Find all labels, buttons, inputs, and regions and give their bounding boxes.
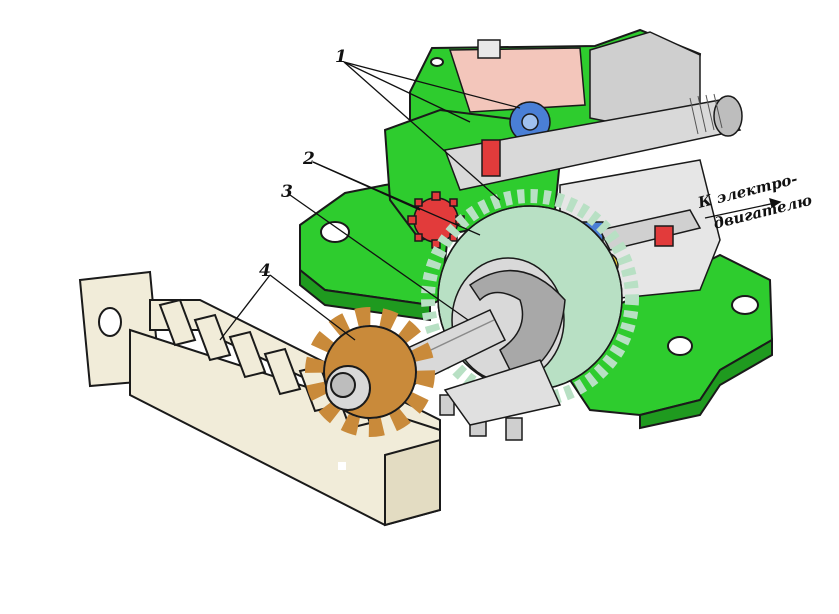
motor-arrow xyxy=(704,201,781,219)
leader-1c xyxy=(343,61,501,201)
hub-base-plate xyxy=(443,359,562,426)
mount-hole-right-2 xyxy=(667,336,693,356)
hub-bolt-2 xyxy=(505,417,523,441)
motor-bearing xyxy=(654,225,674,247)
blue-gear-top-hub xyxy=(521,113,539,131)
housing-shadow-left xyxy=(299,267,431,322)
hub-bolt-3 xyxy=(439,394,455,416)
rack-front-face xyxy=(384,438,441,527)
rack-marker xyxy=(338,462,346,470)
inner-key-block xyxy=(477,39,501,59)
leader-lines xyxy=(219,61,782,341)
mount-hole-top xyxy=(430,57,444,67)
label-1: 1 xyxy=(335,47,347,67)
leader-4b xyxy=(269,274,356,341)
label-3: 3 xyxy=(281,182,293,202)
leader-3 xyxy=(289,194,469,321)
mount-hole-right-1 xyxy=(731,295,759,315)
label-4: 4 xyxy=(259,261,271,281)
orange-pinion xyxy=(305,307,435,437)
main-shaft-end xyxy=(713,95,743,137)
inner-cavity xyxy=(448,47,586,113)
label-2: 2 xyxy=(302,149,315,169)
main-shaft xyxy=(443,99,742,191)
orange-pinion-hub-inner xyxy=(330,372,356,398)
mount-hole-left xyxy=(320,221,350,243)
leader-2b xyxy=(312,161,481,236)
leader-1b xyxy=(343,61,521,109)
orange-pinion-teeth-ring xyxy=(305,307,435,437)
motor-arrow-head xyxy=(769,198,782,209)
leader-4a xyxy=(219,274,271,341)
shaft-threads xyxy=(689,93,723,135)
red-pinion xyxy=(407,191,465,249)
bearing-left xyxy=(481,139,501,177)
leader-1a xyxy=(343,61,471,123)
housing-shadow-right xyxy=(639,338,773,430)
motor-shaft xyxy=(598,209,702,251)
rack-end-hole xyxy=(98,307,122,337)
